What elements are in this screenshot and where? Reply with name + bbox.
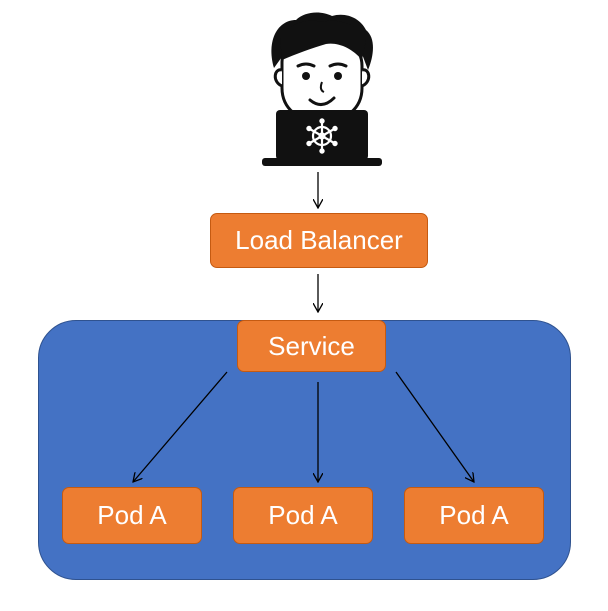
developer-with-kubernetes-laptop-icon xyxy=(262,12,382,166)
pod-label-1: Pod A xyxy=(97,500,167,530)
arrow-service-to-pod-1 xyxy=(133,371,228,482)
pod-node-3: Pod A xyxy=(404,487,544,544)
pod-node-1: Pod A xyxy=(62,487,202,544)
pod-label-3: Pod A xyxy=(439,500,509,530)
pod-label-2: Pod A xyxy=(268,500,338,530)
service-label: Service xyxy=(268,330,355,361)
arrow-service-to-pod-3 xyxy=(395,371,474,482)
load-balancer-node: Load Balancer xyxy=(210,213,428,268)
load-balancer-label: Load Balancer xyxy=(235,225,403,255)
pod-node-2: Pod A xyxy=(233,487,373,544)
service-node: Service xyxy=(237,320,386,372)
